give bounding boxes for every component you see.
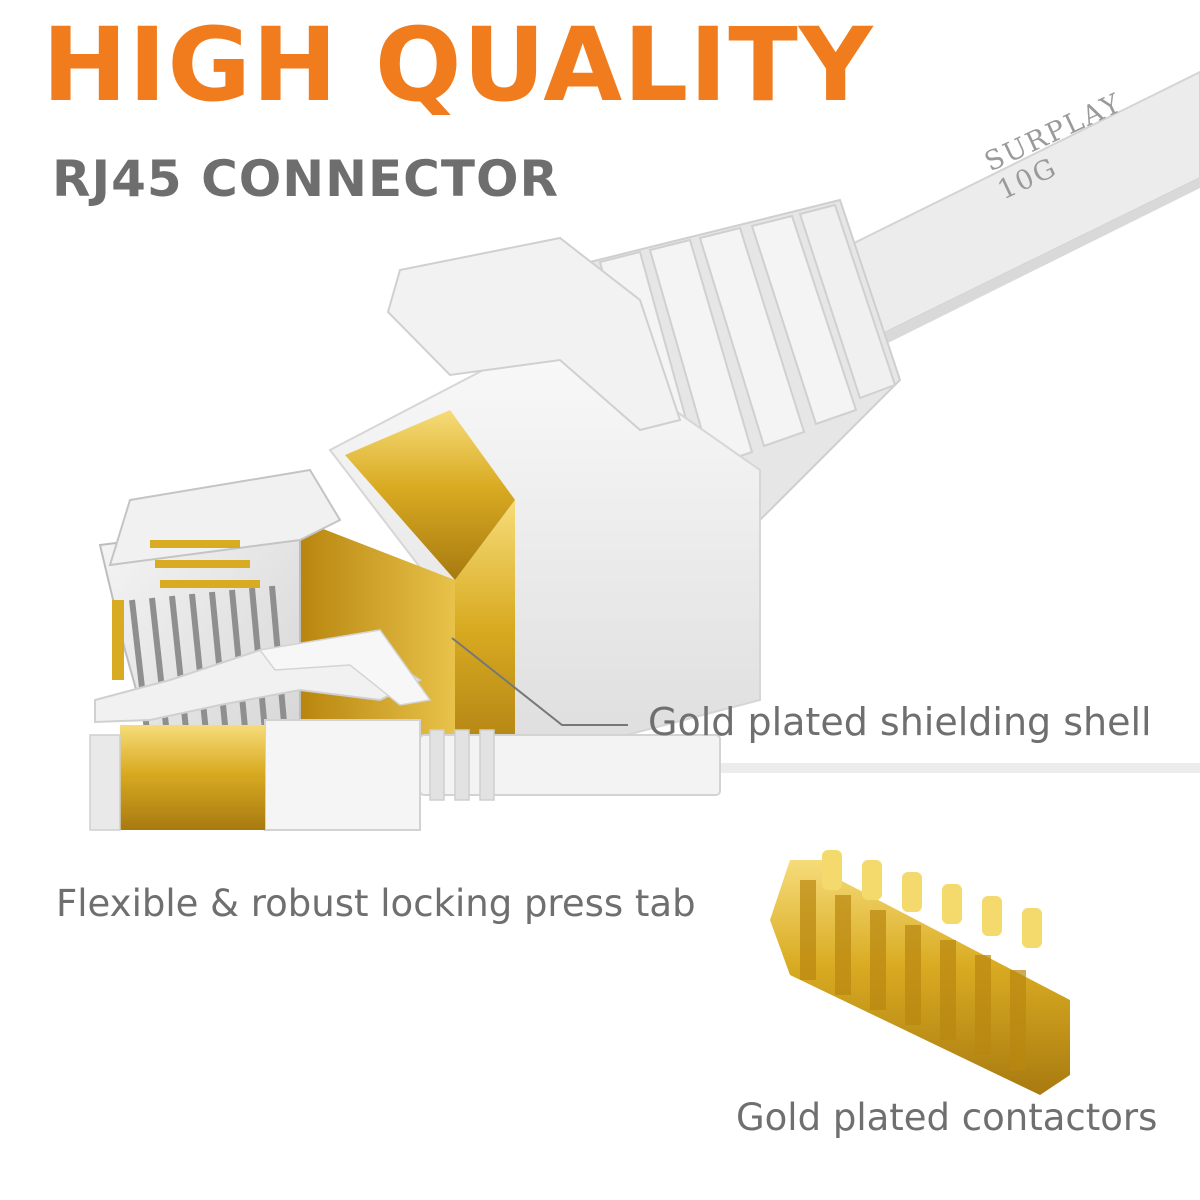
gold-pin-tips: [112, 540, 260, 680]
side-view-plug: [89, 629, 1200, 831]
locking-tab: [386, 236, 682, 432]
shell-label: Gold plated shielding shell: [648, 700, 1152, 744]
headline: HIGH QUALITY: [42, 6, 874, 125]
contactors-label: Gold plated contactors: [736, 1096, 1158, 1139]
gold-contactors: [770, 850, 1070, 1095]
tab-label: Flexible & robust locking press tab: [56, 882, 696, 925]
subheadline: RJ45 CONNECTOR: [52, 150, 559, 208]
shell-callout-line: [451, 637, 628, 726]
